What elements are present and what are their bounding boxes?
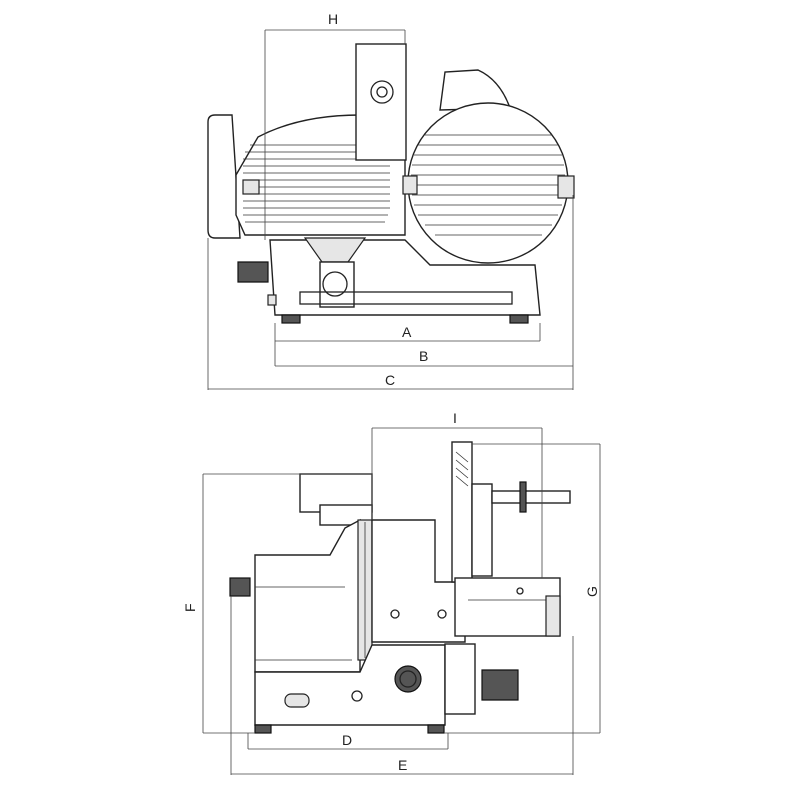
switch-panel xyxy=(284,693,310,708)
side-view xyxy=(207,43,575,324)
front-left-foot xyxy=(254,724,272,734)
dim-label-h: H xyxy=(328,11,338,27)
carriage-tray xyxy=(454,577,561,637)
dim-label-b: B xyxy=(419,348,428,364)
side-view-dimensions: H A B C xyxy=(207,11,574,390)
dim-label-g: G xyxy=(584,586,600,597)
indicator-light xyxy=(351,690,363,702)
dim-label-i: I xyxy=(453,410,457,426)
motor-body xyxy=(254,518,361,673)
blade-disc xyxy=(407,102,569,264)
pusher-hatch xyxy=(455,451,469,487)
power-switch xyxy=(267,294,277,306)
center-plate xyxy=(371,519,466,643)
right-knob xyxy=(481,669,519,701)
front-view xyxy=(229,441,571,734)
pivot-knob-inner xyxy=(376,86,388,98)
control-box xyxy=(207,114,241,239)
dim-label-e: E xyxy=(398,757,407,773)
dim-label-f: F xyxy=(182,603,198,612)
sharpener-mount xyxy=(557,175,575,199)
dim-label-c: C xyxy=(385,372,395,388)
dim-label-d: D xyxy=(342,732,352,748)
pusher-rod-body xyxy=(491,490,571,504)
front-knob xyxy=(394,665,422,693)
carriage-plate xyxy=(355,43,407,161)
drive-unit xyxy=(444,643,476,715)
adjustment-wheel xyxy=(322,271,348,297)
left-foot xyxy=(281,314,301,324)
screw-right xyxy=(437,609,447,619)
dim-label-a: A xyxy=(402,324,412,340)
product-pusher xyxy=(451,441,473,583)
right-foot xyxy=(509,314,529,324)
blade-ribs xyxy=(411,134,565,236)
side-knob xyxy=(229,577,251,597)
carriage-clamp xyxy=(402,175,418,195)
pusher-arm xyxy=(471,483,493,577)
screw-left xyxy=(390,609,400,619)
pivot-knob-outer xyxy=(370,80,394,104)
tray-end xyxy=(545,595,561,637)
rod-stop xyxy=(519,481,527,513)
handle-housing xyxy=(319,261,355,308)
thickness-knob xyxy=(237,261,269,283)
front-right-foot xyxy=(427,724,445,734)
motor-bracket xyxy=(242,179,260,195)
front-view-dimensions: I F G D E xyxy=(182,410,601,775)
slide-rail xyxy=(299,291,513,305)
